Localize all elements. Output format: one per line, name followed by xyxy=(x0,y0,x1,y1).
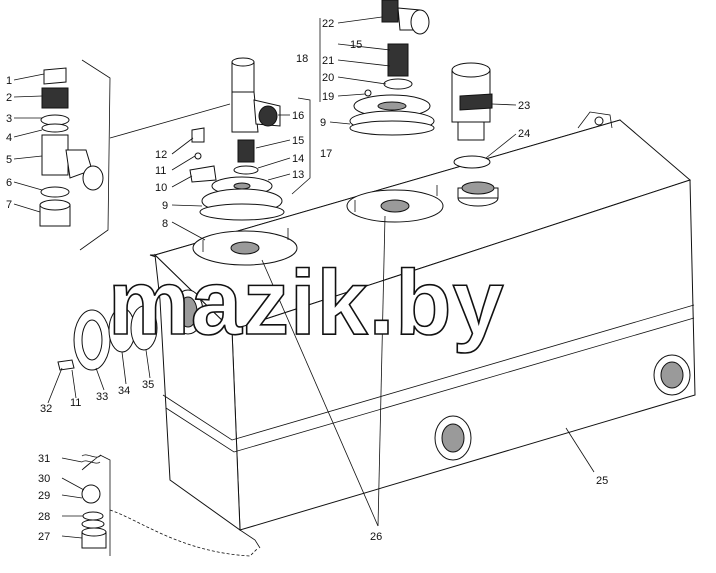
callout-35: 35 xyxy=(142,379,154,391)
callout-30: 30 xyxy=(38,473,50,485)
left-assembly-parts xyxy=(39,59,111,251)
callout-2: 2 xyxy=(6,92,12,104)
callout-17: 17 xyxy=(320,148,332,160)
callout-9a: 9 xyxy=(162,200,168,212)
callout-22: 22 xyxy=(322,18,334,30)
callout-21: 21 xyxy=(322,55,334,67)
callout-23: 23 xyxy=(518,100,530,112)
callout-29: 29 xyxy=(38,490,50,502)
callout-32: 32 xyxy=(40,403,52,415)
callout-16: 16 xyxy=(292,110,304,122)
center-fitting-parts xyxy=(109,57,311,221)
callout-15b: 15 xyxy=(350,39,362,51)
callout-3: 3 xyxy=(6,113,12,125)
callout-20: 20 xyxy=(322,72,334,84)
callout-labels: 1 2 3 4 5 6 7 8 9 9 10 11 11 12 13 14 15… xyxy=(6,18,608,543)
callout-27: 27 xyxy=(38,531,50,543)
callout-34: 34 xyxy=(118,385,130,397)
side-cover-parts xyxy=(57,305,158,371)
callout-5: 5 xyxy=(6,154,12,166)
callout-24: 24 xyxy=(518,128,530,140)
callout-4: 4 xyxy=(6,132,12,144)
callout-14: 14 xyxy=(292,153,304,165)
tank-flange-right xyxy=(346,185,444,223)
callout-8: 8 xyxy=(162,218,168,230)
callout-26: 26 xyxy=(370,531,382,543)
callout-6: 6 xyxy=(6,177,12,189)
tank-flange-left xyxy=(192,228,298,266)
callout-11b: 11 xyxy=(70,397,81,409)
callout-7: 7 xyxy=(6,199,12,211)
callout-10: 10 xyxy=(155,182,167,194)
leader-lines xyxy=(13,16,595,539)
tank-filler-neck xyxy=(457,181,499,207)
watermark: mazik.by xyxy=(108,252,505,354)
front-port-center xyxy=(434,415,472,461)
callout-11a: 11 xyxy=(155,165,166,177)
callout-13: 13 xyxy=(292,169,304,181)
callout-12: 12 xyxy=(155,149,167,161)
callout-1: 1 xyxy=(6,75,12,87)
callout-18: 18 xyxy=(296,53,308,65)
callout-9b: 9 xyxy=(320,117,326,129)
callout-15a: 15 xyxy=(292,135,304,147)
side-port-left xyxy=(172,289,204,335)
callout-25: 25 xyxy=(596,475,608,487)
callout-28: 28 xyxy=(38,511,50,523)
callout-33: 33 xyxy=(96,391,108,403)
callout-31: 31 xyxy=(38,453,50,465)
filter-parts xyxy=(451,62,493,169)
drain-plug-parts xyxy=(81,454,259,557)
front-port-right xyxy=(653,354,691,396)
top-fitting-parts xyxy=(319,0,435,136)
callout-19: 19 xyxy=(322,91,334,103)
